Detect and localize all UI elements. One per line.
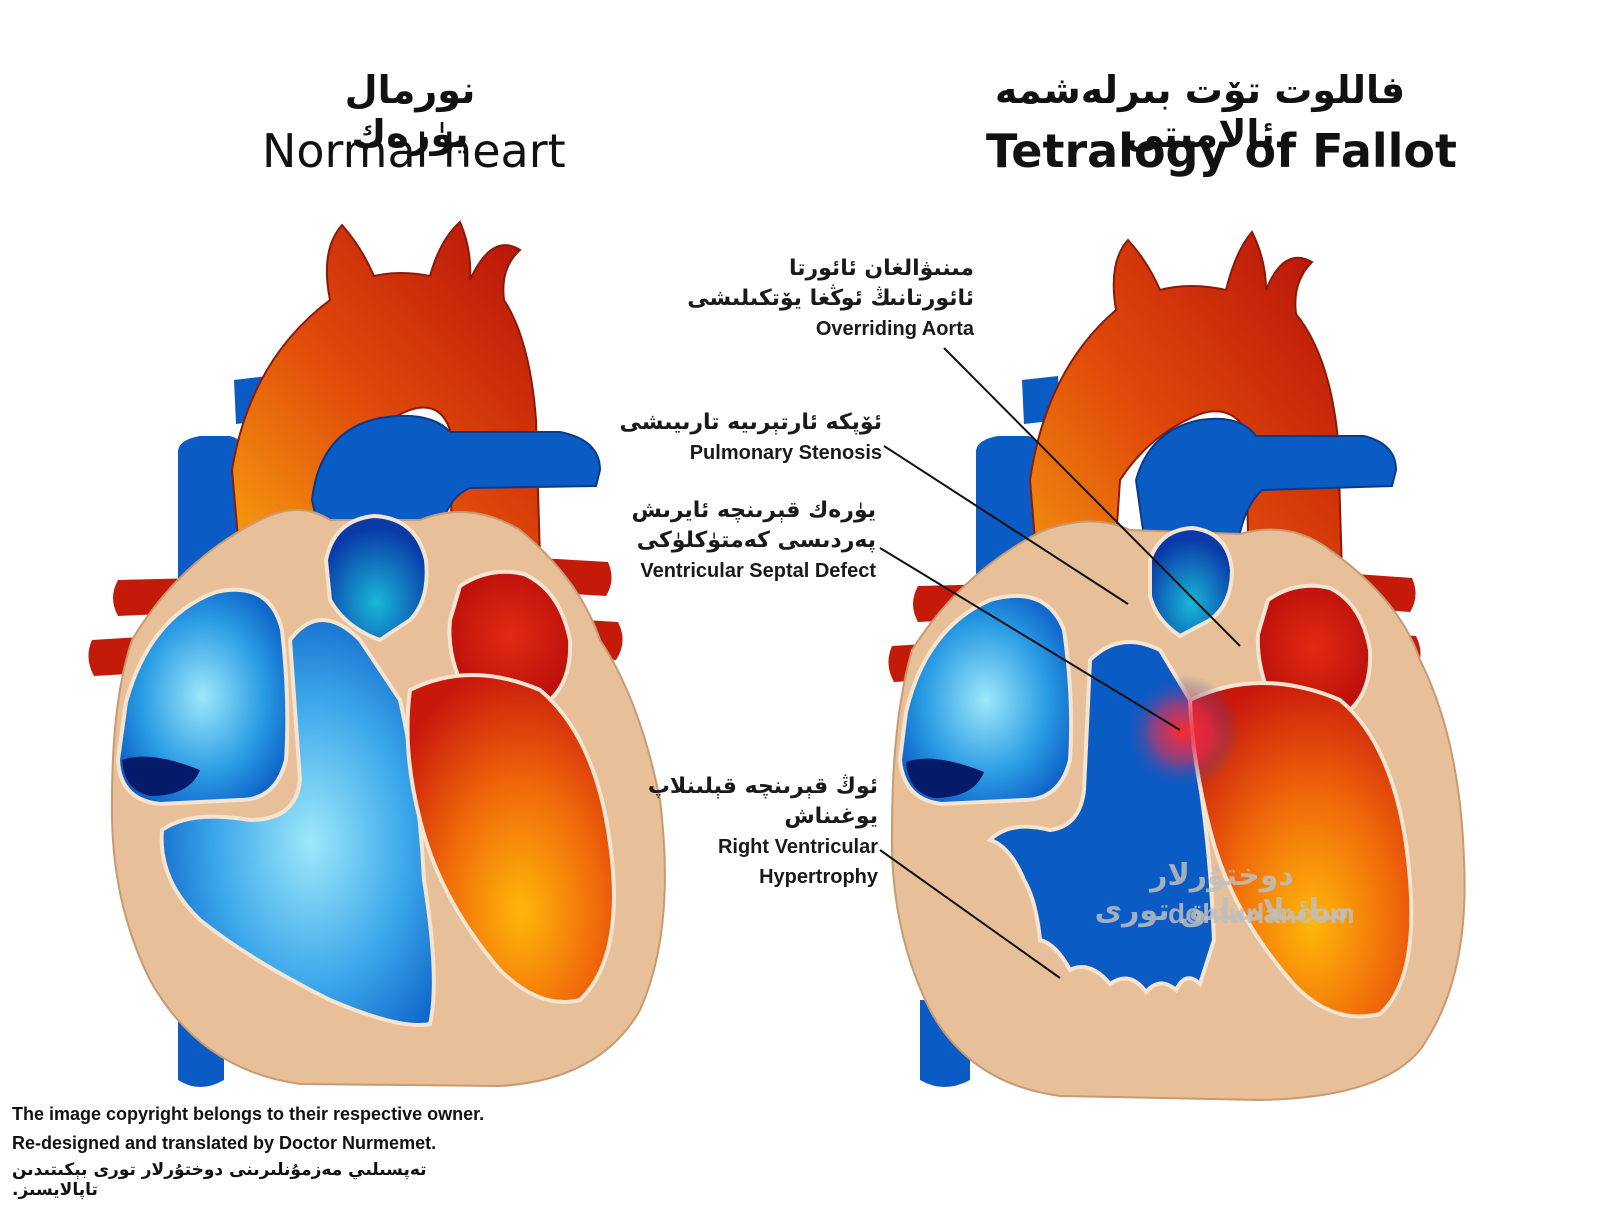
ventricular-septal-defect-glow (1124, 674, 1240, 790)
label-ventricular-septal-defect: يۈرەك قېرىنچە ئايرىش پەردىسى كەمتۈكلۈكى … (631, 496, 876, 586)
pulmonary-valve (323, 513, 429, 643)
label-rvh-en-2: Hypertrophy (759, 866, 878, 888)
label-overriding-aorta-ug-1: مىنىۋالغان ئائورتا (788, 256, 974, 281)
leader-lines (879, 347, 1241, 979)
tof-right-atrium (897, 593, 1074, 807)
label-overriding-aorta-en: Overriding Aorta (815, 318, 974, 340)
label-right-ventricular-hypertrophy: ئوڭ قېرىنچە قېلىنلاپ يوغىناش Right Ventr… (648, 772, 878, 892)
fallot-title-uyghur: فاللوت تۆت بىرلەشمە ئالامىتى (994, 68, 1406, 156)
right-atrium-dark-spot (122, 756, 200, 796)
normal-title-english: Normal heart (262, 124, 566, 178)
tof-left-atrium (1255, 583, 1373, 712)
label-vsd-ug-2: پەردىسى كەمتۈكلۈكى (636, 528, 876, 553)
leader-overriding-aorta (943, 347, 1241, 647)
normal-title-uyghur: نورمال يۈرەك (344, 68, 476, 156)
right-atrium (115, 587, 290, 807)
footer-copyright: The image copyright belongs to their res… (12, 1104, 485, 1124)
fallot-heart (888, 230, 1466, 1102)
leader-rv-hypertrophy (879, 849, 1061, 979)
label-overriding-aorta-ug-2: ئائورتانىڭ ئوڭغا يۆتكىلىشى (687, 286, 974, 311)
fallot-title-english: Tetralogy of Fallot (986, 124, 1458, 178)
footer-uyghur-note: تەپسىلىي مەزمۇنلىرىنى دوختۇرلار تورى بېك… (12, 1160, 427, 1200)
normal-heart (88, 220, 666, 1088)
label-vsd-en: Ventricular Septal Defect (640, 560, 876, 582)
leader-vsd (879, 547, 1181, 731)
label-pulmonary-stenosis-en: Pulmonary Stenosis (689, 442, 882, 464)
watermark-script: دوختۇرلار سائىلامىلىق تورى (1094, 858, 1350, 928)
label-rvh-en-1: Right Ventricular (717, 836, 878, 858)
tof-left-ventricle (1187, 681, 1414, 1019)
label-vsd-ug-1: يۈرەك قېرىنچە ئايرىش (631, 498, 876, 523)
footer-credit: Re-designed and translated by Doctor Nur… (12, 1133, 437, 1153)
tof-right-atrium-dark-spot (906, 758, 984, 798)
left-atrium (447, 569, 573, 702)
label-rvh-ug-1: ئوڭ قېرىنچە قېلىنلاپ (647, 774, 878, 799)
label-overriding-aorta: مىنىۋالغان ئائورتا ئائورتانىڭ ئوڭغا يۆتك… (687, 254, 974, 344)
tof-pulmonary-valve (1148, 525, 1235, 639)
leader-pulmonary-stenosis (883, 445, 1129, 605)
label-pulmonary-stenosis-ug: ئۆپكە ئارتېرىيە تارىيىشى (619, 410, 882, 435)
label-rvh-ug-2: يوغىناش (784, 804, 878, 829)
label-pulmonary-stenosis: ئۆپكە ئارتېرىيە تارىيىشى Pulmonary Steno… (619, 408, 882, 468)
watermark-url: dohturlar.com (1168, 898, 1355, 929)
left-ventricle (405, 673, 616, 1004)
